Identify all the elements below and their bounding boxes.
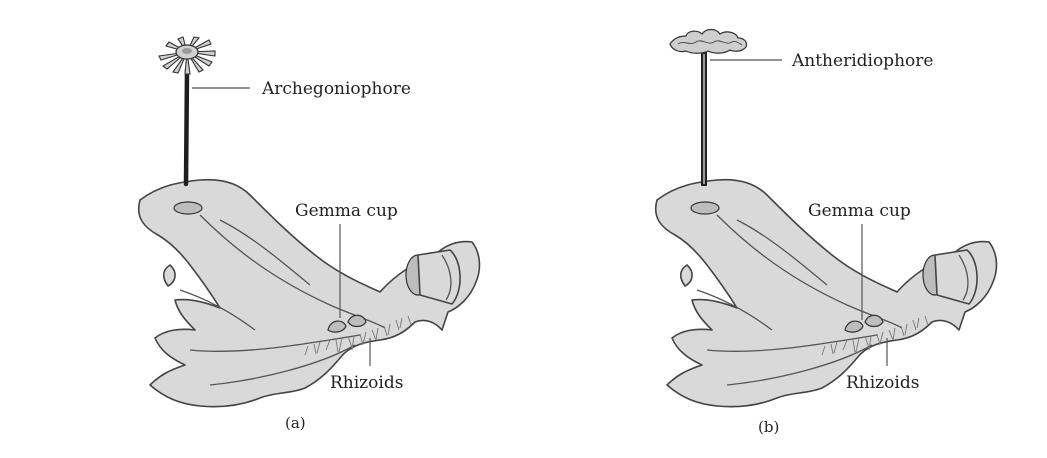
archegoniophore-head xyxy=(158,36,216,75)
caption-a: (a) xyxy=(285,414,306,432)
label-gemma-cup-b: Gemma cup xyxy=(808,201,911,221)
label-gemma-cup-a: Gemma cup xyxy=(295,201,398,221)
antheridiophore-head xyxy=(669,28,748,54)
label-archegoniophore: Archegoniophore xyxy=(261,79,411,99)
panel-b: Antheridiophore Gemma cup Rhizoids (b) xyxy=(654,28,998,436)
label-rhizoids-b: Rhizoids xyxy=(846,373,919,393)
label-rhizoids-a: Rhizoids xyxy=(330,373,403,393)
panel-a: Archegoniophore Gemma cup Rhizoids (a) xyxy=(137,36,481,432)
caption-b: (b) xyxy=(758,418,779,436)
label-antheridiophore: Antheridiophore xyxy=(791,51,933,71)
archegoniophore-stalk xyxy=(183,67,190,187)
